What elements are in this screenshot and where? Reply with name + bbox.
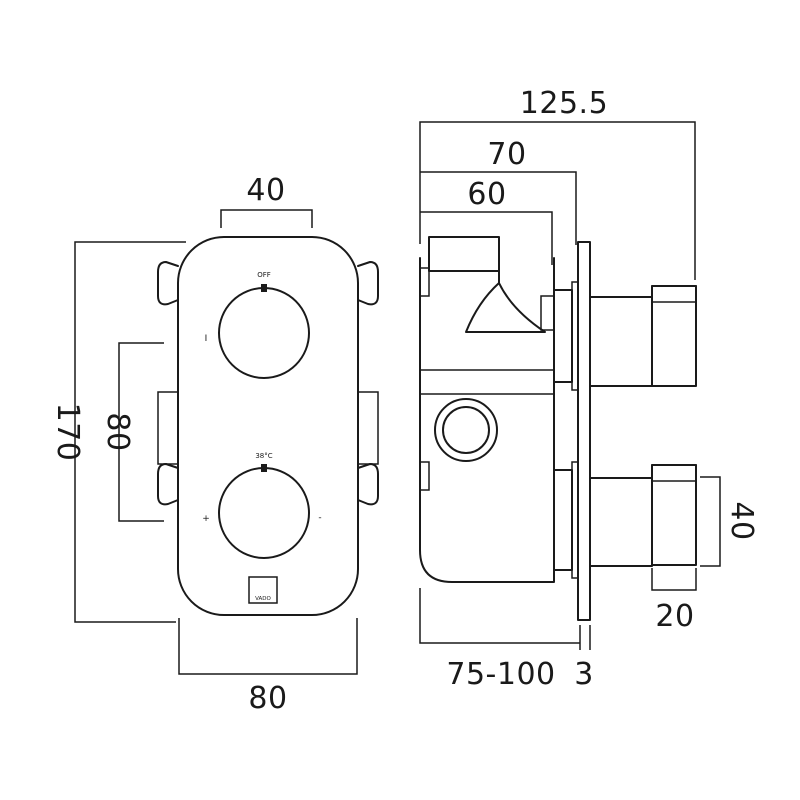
dim-75-100-label: 75-100 xyxy=(446,657,555,692)
lower-knob-plus-mark: + xyxy=(202,514,210,524)
dim-40-handle-line xyxy=(700,476,721,567)
dim-125-5-line xyxy=(419,121,696,280)
body-cam-curve xyxy=(465,270,546,333)
dim-20-line xyxy=(651,568,697,591)
dim-70-label: 70 xyxy=(487,137,526,172)
valve-body-outline xyxy=(419,257,555,583)
lower-collar xyxy=(553,469,573,571)
upper-knob xyxy=(218,287,310,379)
lower-handle xyxy=(651,464,697,566)
body-side-right xyxy=(357,391,379,465)
dim-125-5-label: 125.5 xyxy=(520,86,608,121)
lower-knob xyxy=(218,467,310,559)
dim-80-bottom-label: 80 xyxy=(248,681,287,716)
dim-3-label: 3 xyxy=(574,657,594,692)
dim-40-line xyxy=(220,209,313,228)
dim-60-line xyxy=(420,211,553,265)
upper-knob-indicator xyxy=(261,284,267,292)
dim-70-line xyxy=(420,171,577,245)
logo-text: VADO xyxy=(255,596,271,602)
dim-170-line xyxy=(74,241,186,623)
outlet-port-outer xyxy=(434,398,498,462)
upper-handle-cap xyxy=(651,285,697,303)
body-top-block xyxy=(428,236,500,272)
bracket-bottom-left xyxy=(157,463,179,506)
body-left-nub-bottom xyxy=(419,461,430,491)
wall-plate xyxy=(577,241,591,621)
lower-knob-label: 38°C xyxy=(255,452,272,460)
lower-handle-cap xyxy=(651,464,697,482)
upper-knob-label: OFF xyxy=(257,271,271,279)
dim-80-vertical-line xyxy=(118,342,164,522)
lower-knob-minus-mark: - xyxy=(318,513,321,523)
dim-80-bottom-line xyxy=(178,618,358,675)
upper-collar-ring xyxy=(540,295,555,331)
outlet-port-inner xyxy=(442,406,490,454)
dim-75-100-line xyxy=(419,588,580,644)
side-view: 125.5 70 60 40 20 75-100 3 xyxy=(419,86,759,692)
upper-handle-stem xyxy=(589,296,653,387)
upper-knob-side-mark: I xyxy=(205,334,208,344)
front-view: OFF I 38°C + - VADO 40 170 80 80 xyxy=(50,173,379,716)
logo-box xyxy=(248,576,278,604)
dim-80-vertical-label: 80 xyxy=(100,412,135,451)
lower-handle-stem xyxy=(589,477,653,567)
dim-60-label: 60 xyxy=(467,177,506,212)
body-left-nub-top xyxy=(419,267,430,297)
bracket-top-right xyxy=(357,261,379,306)
dim-40-label: 40 xyxy=(246,173,285,208)
upper-collar xyxy=(553,289,573,383)
bracket-top-left xyxy=(157,261,179,306)
dim-20-label: 20 xyxy=(655,599,694,634)
dim-170-label: 170 xyxy=(50,403,85,462)
bracket-bottom-right xyxy=(357,463,379,506)
dim-40-handle-label: 40 xyxy=(724,501,759,540)
upper-handle xyxy=(651,285,697,387)
body-side-left xyxy=(157,391,179,465)
lower-knob-indicator xyxy=(261,464,267,472)
